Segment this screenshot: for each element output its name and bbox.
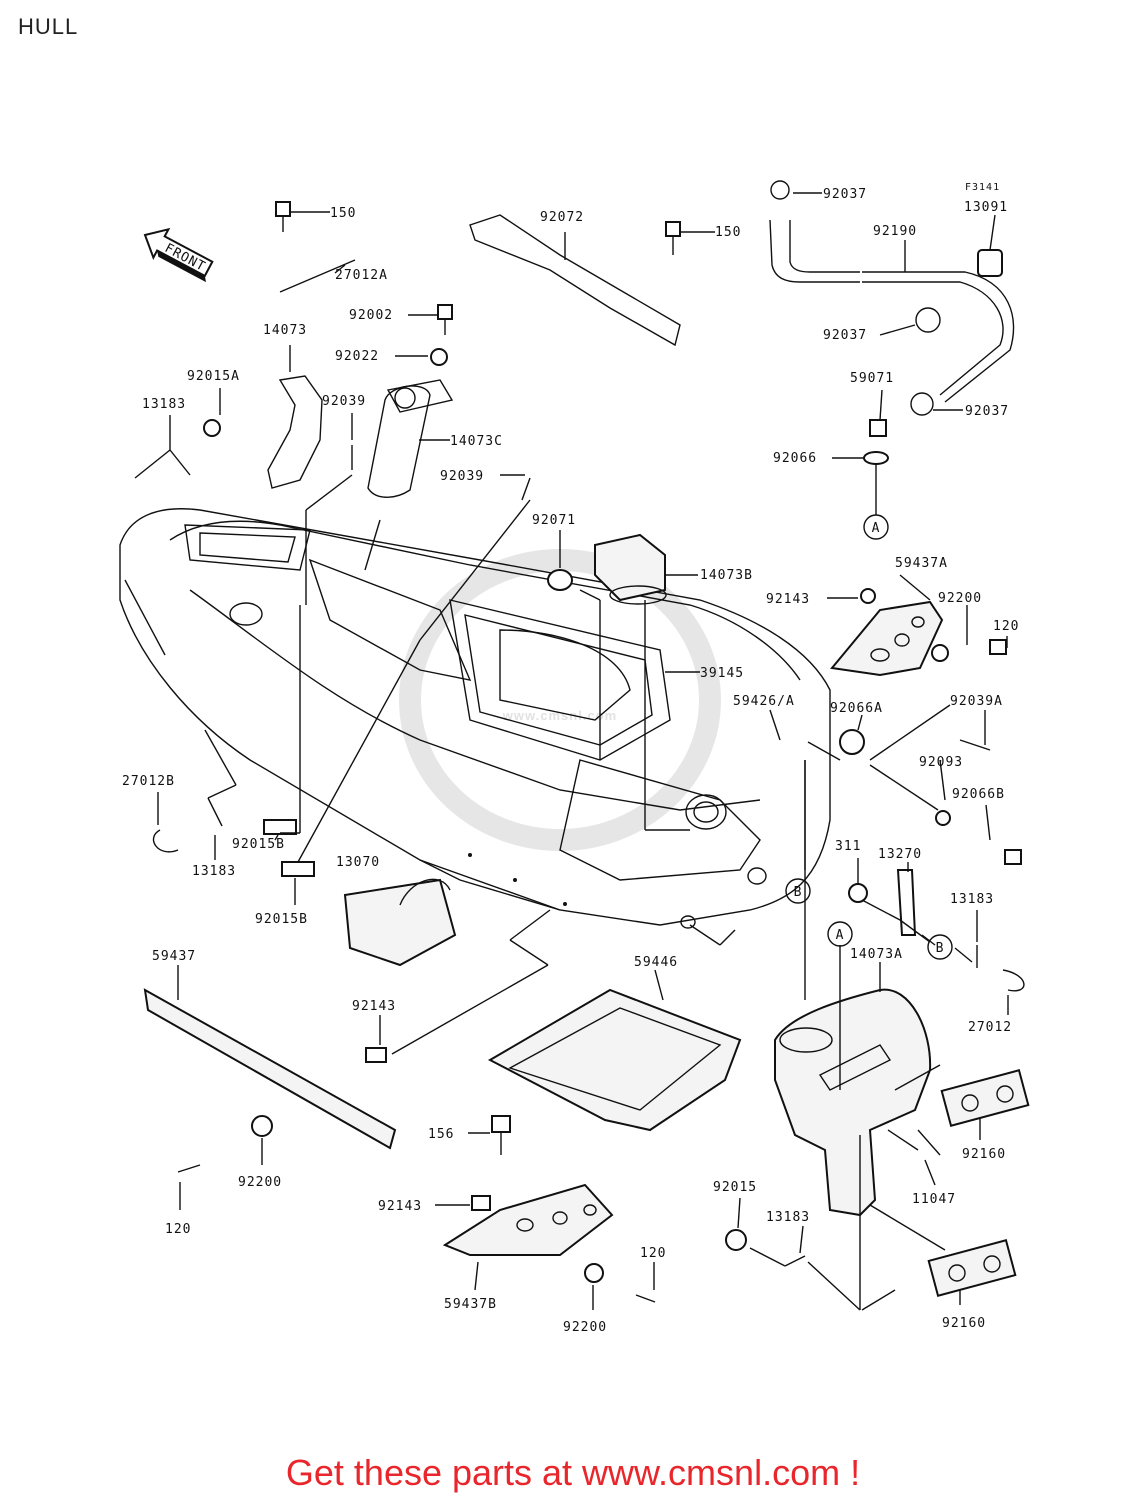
part-label: 92022: [335, 349, 379, 364]
watermark-text: www.cmsnl.com: [502, 708, 617, 723]
part-label: 59437B: [444, 1297, 497, 1312]
part-label: 27012A: [335, 268, 388, 283]
part-label: 14073C: [450, 434, 503, 449]
part-label: 92143: [352, 999, 396, 1014]
part-label: 39145: [700, 666, 744, 681]
part-label: 120: [640, 1246, 666, 1261]
part-label: 92066B: [952, 787, 1005, 802]
part-label: 92039A: [950, 694, 1003, 709]
footer-link[interactable]: Get these parts at www.cmsnl.com !: [285, 1452, 861, 1493]
part-label: 156: [428, 1127, 454, 1142]
cover-13070: [343, 878, 457, 967]
part-label: 150: [330, 206, 356, 221]
part-label: 13091: [964, 200, 1008, 215]
callout-a: A: [836, 928, 845, 943]
part-label: 59426/A: [733, 694, 795, 709]
callout-markers: A B B A: [785, 514, 953, 960]
part-label: 92200: [938, 591, 982, 606]
callout-a: A: [872, 521, 881, 536]
page-title: HULL: [18, 14, 79, 39]
part-label: 59437: [152, 949, 196, 964]
part-label: 92037: [965, 404, 1009, 419]
part-label: 120: [993, 619, 1019, 634]
part-label: 13070: [336, 855, 380, 870]
part-label: 150: [715, 225, 741, 240]
part-label: 92071: [532, 513, 576, 528]
part-label: 92015B: [232, 837, 285, 852]
part-label: 11047: [912, 1192, 956, 1207]
callout-b: B: [936, 941, 945, 956]
part-label: 92039: [440, 469, 484, 484]
part-label: 92200: [238, 1175, 282, 1190]
figure-code: F3141: [965, 182, 1000, 193]
part-label: 92015: [713, 1180, 757, 1195]
strap: [469, 214, 681, 347]
leader-lines: [124, 192, 1009, 1311]
front-arrow-icon: FRONT: [143, 227, 214, 283]
part-label: 14073B: [700, 568, 753, 583]
exploded-parts-diagram: www.cmsnl.com FRONT: [119, 180, 1030, 1335]
part-label: 13183: [766, 1210, 810, 1225]
part-label: 59437A: [895, 556, 948, 571]
part-label: 92066: [773, 451, 817, 466]
part-label: 59071: [850, 371, 894, 386]
part-label: 13183: [950, 892, 994, 907]
part-label: 92015B: [255, 912, 308, 927]
bottom-plate: [487, 988, 742, 1132]
part-label: 92002: [349, 308, 393, 323]
hull-body: [119, 508, 831, 929]
part-label: 92160: [962, 1147, 1006, 1162]
part-label: 13183: [192, 864, 236, 879]
part-label: 92015A: [187, 369, 240, 384]
part-label: 92072: [540, 210, 584, 225]
part-label: 13183: [142, 397, 186, 412]
part-label: 27012: [968, 1020, 1012, 1035]
part-label: 92039: [322, 394, 366, 409]
heat-covers: [143, 600, 944, 1256]
callout-b: B: [794, 885, 803, 900]
part-label: 92066A: [830, 701, 883, 716]
part-labels: F3141 150 27012A 92002 92022 14073 92039…: [122, 182, 1019, 1335]
filler-hose: [769, 180, 1015, 416]
muffler-chamber: [774, 988, 1030, 1297]
intake-duct: [267, 375, 454, 498]
bolt-icons: [152, 201, 1025, 1303]
part-label: 59446: [634, 955, 678, 970]
part-label: 92200: [563, 1320, 607, 1335]
watermark: www.cmsnl.com: [399, 549, 721, 851]
part-label: 14073A: [850, 947, 903, 962]
part-label: 13270: [878, 847, 922, 862]
part-label: 92093: [919, 755, 963, 770]
part-label: 120: [165, 1222, 191, 1237]
part-label: 92037: [823, 328, 867, 343]
part-label: 311: [835, 839, 861, 854]
duct-fitting: [594, 533, 667, 605]
part-label: 92190: [873, 224, 917, 239]
part-label: 92160: [942, 1316, 986, 1331]
part-label: 92037: [823, 187, 867, 202]
part-label: 92143: [378, 1199, 422, 1214]
part-label: 27012B: [122, 774, 175, 789]
part-label: 14073: [263, 323, 307, 338]
part-label: 92143: [766, 592, 810, 607]
